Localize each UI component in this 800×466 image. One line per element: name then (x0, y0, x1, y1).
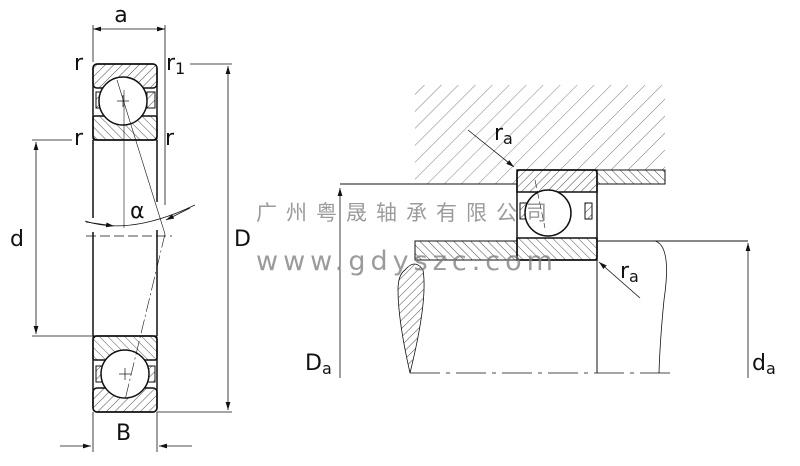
label-a: a (114, 3, 127, 28)
watermark-company: 广州粤晟轴承有限公司 (256, 201, 556, 225)
label-Da: Da (305, 351, 332, 378)
label-D: D (234, 227, 251, 252)
bearing-section-bottom (92, 335, 158, 413)
housing (340, 85, 666, 185)
label-alpha: α (130, 199, 145, 224)
label-ra-bottom: ra (620, 259, 639, 286)
shaft (397, 240, 748, 374)
bearing-outline (84, 79, 196, 401)
mount-dimensions (337, 129, 751, 378)
label-B: B (116, 421, 131, 446)
label-r-top-left: r (74, 51, 84, 76)
dimension-lines (32, 25, 232, 452)
label-r1: r1 (166, 51, 185, 78)
label-r-bottom-left: r (74, 126, 84, 151)
label-da: da (752, 351, 776, 378)
mounted-bearing (516, 169, 598, 261)
label-ra-top: ra (494, 121, 513, 148)
label-r-bottom-right: r (165, 126, 175, 151)
bearing-section-top (92, 63, 158, 141)
label-d: d (10, 227, 24, 252)
watermark-url: www.gdyszc.com (256, 246, 558, 277)
